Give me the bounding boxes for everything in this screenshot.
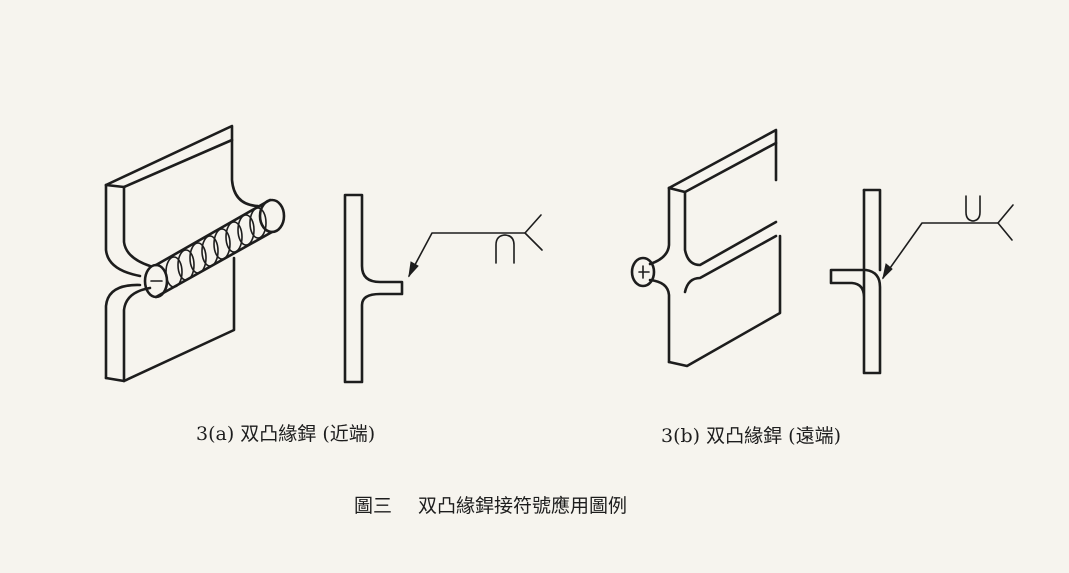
caption-3b-label: 3(b): [661, 425, 701, 447]
arrow-head-far: [882, 263, 893, 280]
flange-symbol-far: [965, 195, 981, 222]
lower-plate-front: [104, 256, 236, 383]
caption-3a-text: 双凸緣銲 (近端): [240, 423, 376, 445]
lower-plate-front-far: [667, 234, 782, 368]
figure-title-text: 双凸緣銲接符號應用圖例: [418, 495, 628, 517]
cross-section-far: [829, 188, 882, 375]
arrow-leader: [408, 232, 526, 277]
arrow-head: [408, 261, 419, 278]
upper-plate-top-edge-far: [667, 141, 778, 194]
flange-symbol: [495, 234, 515, 264]
weld-symbol-far: [882, 195, 1014, 280]
plate-assembly-near: [104, 124, 286, 383]
upper-plate-front: [104, 124, 260, 208]
cross-section-near: [343, 193, 404, 384]
plate-left-profile: [104, 183, 142, 380]
caption-3a: 3(a) 双凸緣銲 (近端): [196, 419, 375, 446]
caption-3a-label: 3(a): [196, 423, 235, 445]
weld-bead-far: [630, 256, 656, 288]
upper-plate-front-far: [667, 128, 778, 190]
plate-assembly-far: [630, 128, 782, 368]
tail-far: [997, 204, 1014, 241]
figure-number: 圖三: [354, 495, 393, 517]
tail: [524, 214, 543, 251]
figure-title: 圖三 双凸緣銲接符號應用圖例: [354, 491, 627, 518]
plate-inner-profile-far: [683, 190, 778, 294]
weld-symbol-near: [408, 214, 543, 278]
caption-3b: 3(b) 双凸緣銲 (遠端): [661, 421, 841, 448]
weld-bead-near: [143, 198, 286, 299]
caption-3b-text: 双凸緣銲 (遠端): [706, 425, 841, 447]
arrow-leader-far: [882, 222, 999, 279]
upper-plate-top-edge: [104, 138, 234, 189]
